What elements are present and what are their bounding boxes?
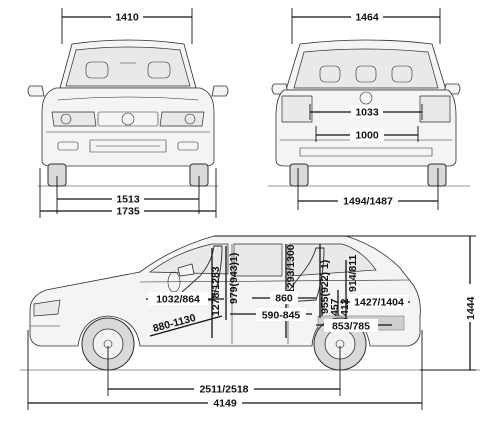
rear-track-bg (338, 194, 398, 207)
side-cargo-floor-bg (324, 319, 378, 332)
side-overall-length-label: 4149 (213, 398, 237, 410)
side-front-window (233, 243, 283, 277)
side-rear-legroom-label: 590-845 (262, 310, 301, 322)
front-windshield (65, 46, 191, 87)
front-badge (121, 112, 135, 126)
front-grille (97, 111, 159, 127)
front-overall-width-label: 1735 (116, 206, 140, 218)
rear-upper-inner-label: 1033 (355, 107, 379, 119)
side-rear-height-label: 1293/1300 (285, 244, 297, 294)
side-rear-headroom-label: 955(922) 1) (319, 260, 331, 314)
rear-headrest-center (355, 65, 377, 83)
front-mirror-right (211, 85, 229, 97)
rear-headrest-left (319, 65, 341, 83)
front-top-width-label: 1410 (115, 12, 139, 24)
rear-taillight-left (281, 95, 313, 123)
side-overall-height-bg (463, 284, 477, 322)
front-headlight-right (159, 111, 205, 127)
rear-view: 1464 1033 1000 1494/1487 (267, 8, 471, 210)
front-air-intake (89, 139, 167, 153)
rear-badge (359, 91, 373, 105)
side-seat-to-seat-label: 860 (275, 293, 293, 305)
side-cargo-height-label: 457 (329, 298, 341, 316)
side-wheelbase-label: 2511/2518 (199, 384, 248, 396)
rear-lower-inner-bg (350, 128, 384, 141)
rear-top-width-label: 1464 (355, 12, 379, 24)
rear-window (293, 48, 439, 89)
rear-track-label: 1494/1487 (343, 196, 393, 208)
front-overall-width-bg (112, 204, 144, 217)
side-rear-window (289, 243, 377, 277)
side-cargo-height-b-label: 412 (339, 298, 351, 316)
side-windshield (149, 243, 229, 275)
rear-lower-inner-label: 1000 (355, 130, 379, 142)
rear-taillight-right (419, 95, 451, 123)
side-overall-height-label: 1444 (465, 296, 477, 320)
side-rear-legroom-bg (256, 308, 306, 321)
rear-headrest-right (391, 65, 413, 83)
side-front-height-label: 979(943)1) (228, 253, 240, 304)
front-headlight-lamp-left (60, 113, 72, 125)
front-top-width-bg (111, 10, 143, 23)
front-headlight-left (51, 111, 97, 127)
rear-bumper-strip (299, 147, 433, 157)
side-belt-line (139, 279, 411, 283)
side-front-legroom-bg (148, 292, 208, 305)
side-rear-seat-depth-label: 914/811 (347, 254, 359, 292)
side-cargo-length-bg (350, 295, 408, 308)
front-body (41, 87, 215, 167)
side-b-pillar-height-label: 1278/1283 (210, 266, 222, 316)
rear-top-width-bg (351, 10, 383, 23)
front-headrest-left (85, 61, 109, 79)
front-foglight-right (177, 141, 199, 151)
front-headlight-lamp-right (184, 113, 196, 125)
side-seat-travel-line (149, 315, 223, 337)
side-wheelbase-bg (194, 382, 254, 395)
front-hood-line (57, 96, 199, 101)
side-view: 1278/1283 979(943)1) 1293/1300 955(922) … (19, 235, 481, 410)
side-cargo-floor-label: 853/785 (332, 321, 370, 333)
front-headrest-right (147, 61, 171, 79)
front-track-bg (112, 192, 144, 205)
side-seat-to-seat-bg (270, 291, 298, 304)
side-mirror (177, 263, 195, 277)
front-mirror-left (27, 85, 45, 97)
rear-upper-inner-bg (351, 105, 383, 118)
side-overall-length-bg (208, 396, 242, 409)
side-cargo-length-label: 1427/1404 (354, 297, 404, 309)
rear-tire-left (289, 163, 309, 187)
side-headlight (33, 299, 61, 317)
rear-tire-right (427, 163, 447, 187)
front-foglight-left (57, 141, 79, 151)
side-front-legroom-label: 1032/864 (156, 294, 200, 306)
front-track-label: 1513 (116, 194, 140, 206)
front-view: 1410 1513 1735 (27, 8, 229, 218)
